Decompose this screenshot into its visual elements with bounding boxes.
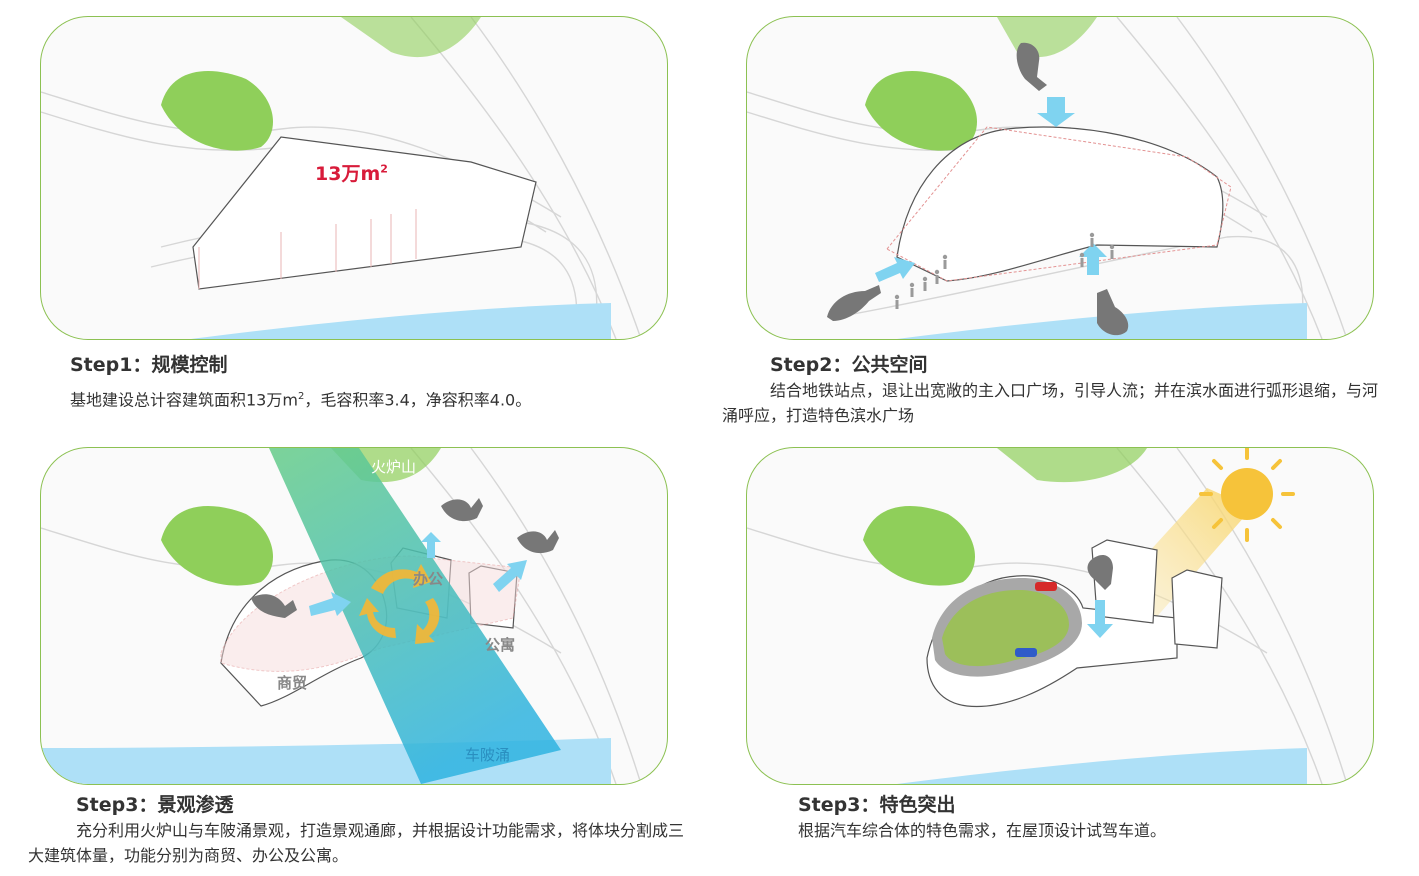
tower-building (1171, 569, 1223, 649)
sun-icon (1199, 448, 1295, 542)
label-commerce: 商贸 (277, 674, 308, 692)
hill-shape (161, 506, 273, 586)
hill-shape (341, 17, 481, 58)
panel-step3-landscape-diagram: 火炉山 办公 公寓 商贸 车陂涌 (40, 447, 668, 785)
label-office: 办公 (413, 570, 444, 588)
step2-description: 结合地铁站点，退让出宽敞的主入口广场，引导人流；并在滨水面进行弧形退缩，与河涌呼… (722, 381, 1379, 425)
step3-feature-title: Step3：特色突出 (798, 794, 956, 816)
panel-step2-diagram (746, 16, 1374, 340)
hill-shape (863, 506, 975, 586)
hill-shape (997, 448, 1147, 483)
step3-landscape-title: Step3：景观渗透 (76, 794, 234, 816)
step3-landscape-description: 充分利用火炉山与车陂涌景观，打造景观通廊，并根据设计功能需求，将体块分割成三大建… (28, 821, 685, 865)
panel-step1-diagram: 13万m2 (40, 16, 668, 340)
landscape-corridor (269, 448, 561, 784)
step1-title: Step1：规模控制 (70, 354, 228, 376)
arrow-icon (1087, 600, 1113, 638)
panel-step3-feature-diagram (746, 447, 1374, 785)
area-label: 13万m2 (315, 162, 388, 185)
rooftop-track-drawing (747, 448, 1348, 784)
label-chebei-river: 车陂涌 (465, 746, 511, 764)
label-apartment: 公寓 (485, 636, 516, 654)
hill-shape (997, 17, 1097, 58)
arrow-icon (875, 97, 1107, 282)
hill-shape (865, 71, 977, 151)
hand-pointer-icon (1087, 554, 1113, 590)
hill-shape (161, 71, 273, 151)
public-space-drawing (747, 17, 1348, 339)
river-shape (897, 748, 1307, 784)
step1-description: 基地建设总计容建筑面积13万m2，毛容积率3.4，净容积率4.0。 (70, 390, 532, 410)
hand-pointer-icon (251, 498, 559, 618)
landscape-corridor-drawing (41, 448, 642, 784)
arrow-icon (309, 532, 527, 616)
step2-title: Step2：公共空间 (770, 354, 928, 376)
river-shape (191, 303, 611, 339)
circulation-arrows-icon (359, 564, 440, 644)
site-massing-drawing (41, 17, 642, 339)
car-icon (1015, 582, 1057, 657)
step3-feature-description: 根据汽车综合体的特色需求，在屋顶设计试驾车道。 (798, 821, 1167, 840)
rooftop-lawn (942, 590, 1069, 667)
person-icon (894, 232, 1115, 309)
hand-pointer-icon (827, 42, 1129, 336)
label-huolu-mountain: 火炉山 (371, 458, 417, 476)
